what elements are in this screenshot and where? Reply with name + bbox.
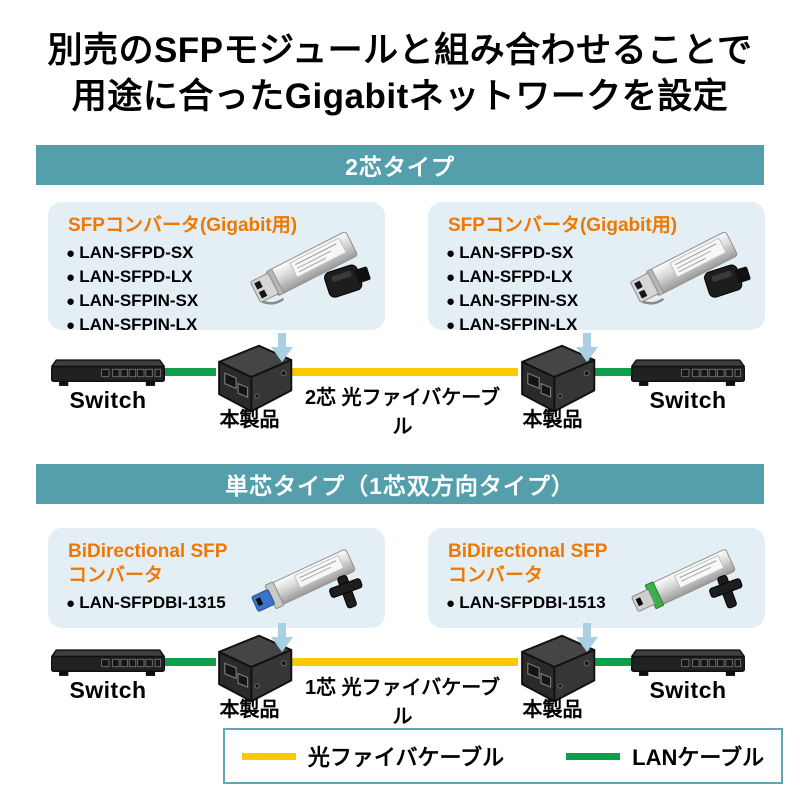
converter-device-left (218, 344, 293, 413)
model-item: LAN-SFPD-LX (446, 265, 765, 289)
arrow-down-icon (576, 333, 598, 362)
title-line-1: 別売のSFPモジュールと組み合わせることで (47, 31, 753, 70)
model-item: LAN-SFPD-SX (66, 241, 385, 265)
converter-label-left: 本製品 (219, 699, 280, 721)
dust-cap-icon (329, 575, 363, 609)
lan-cable-left (152, 658, 216, 666)
switch-device-left (50, 649, 165, 676)
section-banner-single-core: 単芯タイプ（1芯双方向タイプ） (36, 464, 764, 504)
fiber-cable-swatch (241, 752, 296, 760)
card-heading-line: SFPコンバータ(Gigabit用) (68, 215, 298, 236)
arrow-down-icon (271, 623, 293, 652)
converter-device-right (521, 344, 596, 413)
section-banner-2core: 2芯タイプ (36, 145, 764, 185)
model-list: LAN-SFPDBI-1513 (446, 591, 765, 615)
lan-cable-swatch (566, 752, 621, 760)
model-item: LAN-SFPIN-LX (446, 313, 765, 337)
card-heading-line: コンバータ (68, 564, 164, 586)
switch-device-left (50, 359, 165, 386)
cable-legend: 光ファイバケーブル LANケーブル (223, 728, 783, 784)
card-heading: BiDirectional SFP コンバータ (448, 540, 765, 588)
lan-cable-right (588, 368, 644, 376)
fiber-cable (288, 658, 518, 666)
dust-cap-icon (324, 264, 371, 298)
card-heading: SFPコンバータ(Gigabit用) (448, 214, 765, 238)
converter-label-left: 本製品 (219, 409, 280, 431)
fiber-cable-label: 2芯 光ファイバケーブル (304, 387, 501, 438)
converter-device-right (521, 634, 596, 703)
diagram-single-core: Switch 本製品 1芯 光ファイバケーブル 本製品 (0, 623, 800, 730)
model-list: LAN-SFPDBI-1315 (66, 591, 385, 615)
model-item: LAN-SFPIN-LX (66, 313, 385, 337)
card-heading: SFPコンバータ(Gigabit用) (68, 214, 385, 238)
model-item: LAN-SFPIN-SX (66, 289, 385, 313)
switch-device-right (631, 359, 746, 386)
card-heading-line: BiDirectional SFP (68, 541, 228, 562)
bidi-sfp-module-photo (251, 549, 363, 612)
model-item: LAN-SFPD-LX (66, 265, 385, 289)
model-list: LAN-SFPD-SX LAN-SFPD-LX LAN-SFPIN-SX LAN… (66, 241, 385, 337)
bidi-converter-card-left: BiDirectional SFP コンバータ LAN-SFPDBI-1315 (48, 528, 385, 628)
switch-label-right: Switch (649, 677, 727, 703)
arrow-down-icon (271, 333, 293, 362)
bidi-converter-card-right: BiDirectional SFP コンバータ LAN-SFPDBI-1513 (428, 528, 765, 628)
diagram-2core: Switch 本製品 2芯 光ファイバケーブル 本製品 (0, 333, 800, 440)
legend-label: 光ファイバケーブル (307, 745, 505, 770)
bidi-sfp-module-photo (631, 549, 743, 612)
dust-cap-icon (709, 575, 743, 609)
model-item: LAN-SFPD-SX (446, 241, 765, 265)
sfp-converter-card-right: SFPコンバータ(Gigabit用) LAN-SFPD-SX LAN-SFPD-… (428, 202, 765, 334)
fiber-cable-label: 1芯 光ファイバケーブル (304, 677, 501, 728)
converter-device-left (218, 634, 293, 703)
model-list: LAN-SFPD-SX LAN-SFPD-LX LAN-SFPIN-SX LAN… (446, 241, 765, 337)
legend-item-fiber: 光ファイバケーブル (241, 740, 505, 772)
card-heading: BiDirectional SFP コンバータ (68, 540, 385, 588)
sfp-converter-card-left: SFPコンバータ(Gigabit用) LAN-SFPD-SX LAN-SFPD-… (48, 202, 385, 334)
arrow-down-icon (576, 623, 598, 652)
fiber-cable (288, 368, 518, 376)
card-heading-line: コンバータ (448, 564, 544, 586)
sfp-module-photo (630, 231, 751, 305)
switch-device-right (631, 649, 746, 676)
dust-cap-icon (704, 264, 751, 298)
page-title: 別売のSFPモジュールと組み合わせることで 用途に合ったGigabitネットワー… (0, 28, 800, 120)
title-line-2: 用途に合ったGigabitネットワークを設定 (71, 77, 729, 117)
converter-label-right: 本製品 (522, 409, 583, 431)
switch-label-left: Switch (69, 387, 147, 413)
lan-cable-left (152, 368, 216, 376)
model-item: LAN-SFPDBI-1315 (66, 591, 385, 615)
model-item: LAN-SFPIN-SX (446, 289, 765, 313)
legend-item-lan: LANケーブル (566, 740, 764, 772)
card-heading-line: SFPコンバータ(Gigabit用) (448, 215, 678, 236)
switch-label-left: Switch (69, 677, 147, 703)
legend-label: LANケーブル (632, 745, 765, 770)
lan-cable-right (588, 658, 644, 666)
model-item: LAN-SFPDBI-1513 (446, 591, 765, 615)
card-heading-line: BiDirectional SFP (448, 541, 608, 562)
switch-label-right: Switch (649, 387, 727, 413)
converter-label-right: 本製品 (522, 699, 583, 721)
sfp-module-photo (250, 231, 371, 305)
